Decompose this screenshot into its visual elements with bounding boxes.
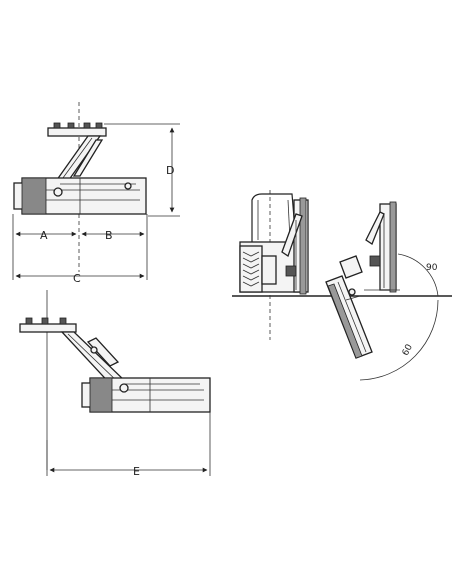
tractor-mounted-mulcher [281, 197, 309, 295]
dimension-e-label: E [133, 465, 140, 478]
extended-view-mulcher [19, 290, 211, 470]
top-view-mulcher [13, 102, 147, 272]
dimension-d-label: D [166, 164, 174, 177]
mulcher-90-position [364, 201, 400, 293]
mulcher-60-position [325, 255, 373, 359]
dimension-b-label: B [105, 229, 113, 242]
dimension-a-label: A [40, 229, 48, 242]
dimension-c: C [15, 272, 145, 285]
dimension-c-label: C [73, 272, 81, 285]
angle-60-label: 60 [401, 343, 415, 358]
dimension-a-b: A B [12, 214, 148, 280]
dimension-e: E [46, 412, 211, 478]
angle-90-label: 90 [426, 263, 438, 273]
dimension-d: D [104, 123, 180, 217]
angle-arcs: 90 60 [359, 253, 439, 381]
